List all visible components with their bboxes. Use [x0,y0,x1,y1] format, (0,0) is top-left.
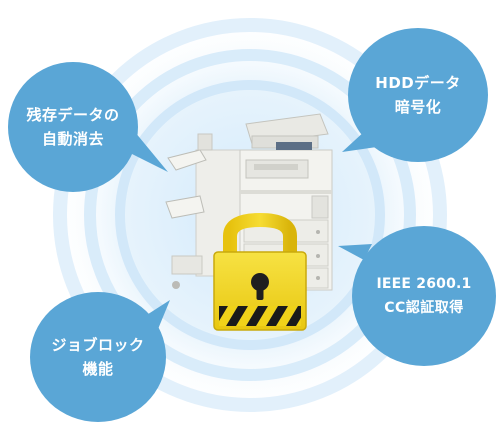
feature-label-line2: 暗号化 [394,98,442,116]
feature-label-line2: 自動消去 [41,130,104,148]
feature-label-line1: HDDデータ [375,74,461,92]
feature-bubble-ieee-certification: IEEE 2600.1 CC認証取得 [352,226,496,366]
feature-bubble-job-lock: ジョブロック 機能 [30,292,166,422]
feature-label-line1: ジョブロック [51,336,145,354]
padlock-icon [213,212,307,331]
feature-label-line2: 機能 [82,360,114,378]
feature-bubble-data-erase: 残存データの 自動消去 [8,62,138,192]
feature-label-line1: 残存データの [26,106,120,124]
feature-label-line2: CC認証取得 [384,300,464,316]
feature-label-line1: IEEE 2600.1 [376,276,472,292]
feature-bubble-hdd-encryption: HDDデータ 暗号化 [348,28,488,162]
